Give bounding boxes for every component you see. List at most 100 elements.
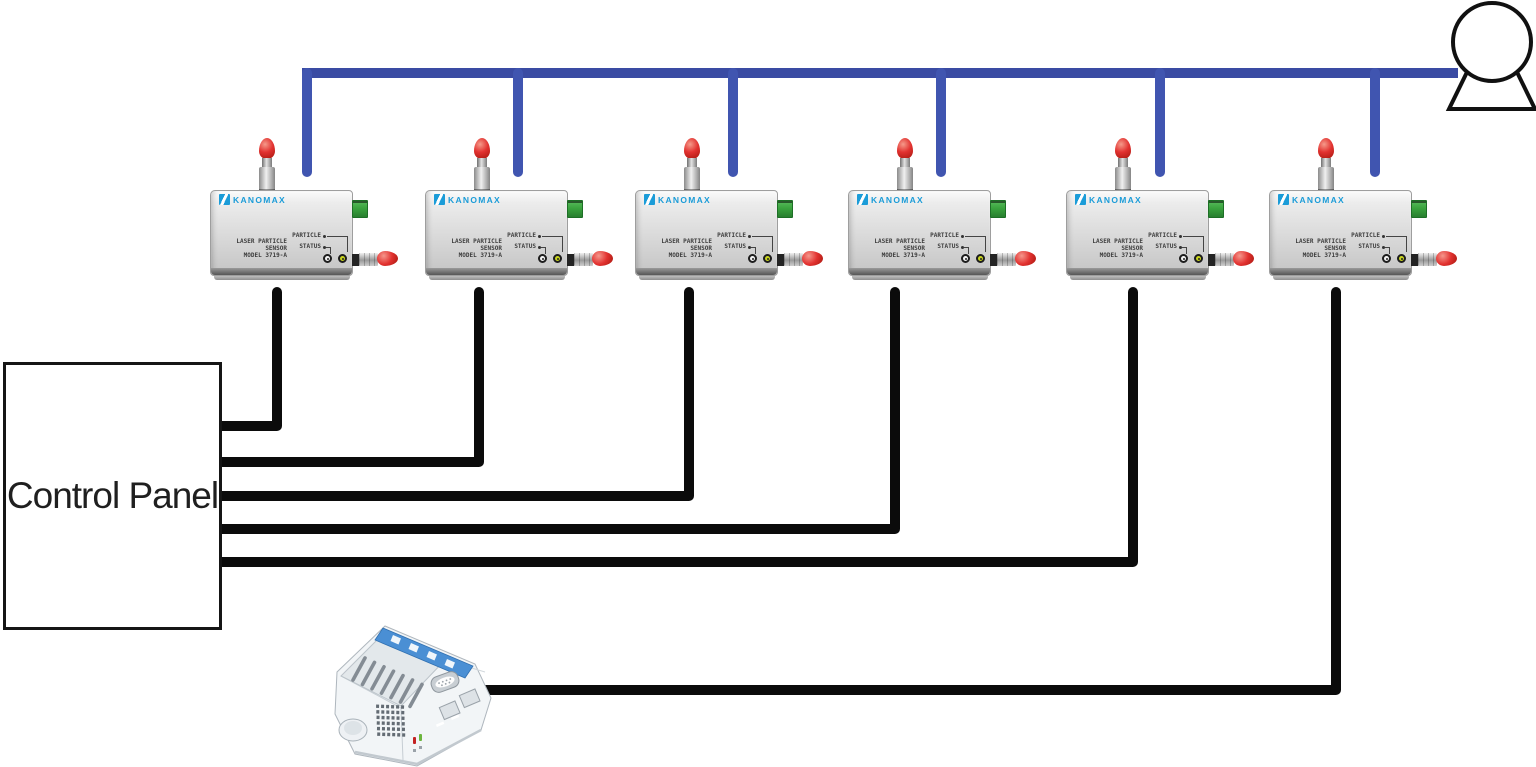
control-panel-label: Control Panel (6, 475, 219, 516)
status-label: STATUS (937, 243, 959, 250)
kanomax-logo-icon (644, 194, 655, 205)
green-terminal-icon (777, 200, 793, 218)
particle-pointer-line (327, 236, 348, 252)
inlet-nozzle-base-icon (474, 167, 490, 190)
particle-bullet (1179, 235, 1182, 238)
particle-label: PARTICLE (292, 232, 321, 239)
outlet-mount (990, 254, 997, 266)
status-pointer-line (1385, 247, 1390, 254)
status-led (961, 254, 970, 263)
status-label: STATUS (1358, 243, 1380, 250)
outlet-nozzle-cap-icon (1015, 251, 1036, 266)
model-label: LASER PARTICLE SENSOR MODEL 3719-A (1092, 238, 1143, 259)
green-terminal-icon (1411, 200, 1427, 218)
kanomax-brand: KANOMAX (857, 194, 924, 205)
particle-label: PARTICLE (507, 232, 536, 239)
brand-name: KANOMAX (1089, 194, 1143, 205)
model-label: LASER PARTICLE SENSOR MODEL 3719-A (451, 238, 502, 259)
model-label: LASER PARTICLE SENSOR MODEL 3719-A (1295, 238, 1346, 259)
inlet-nozzle-icon (1118, 158, 1128, 168)
inlet-nozzle-base-icon (1115, 167, 1131, 190)
kanomax-logo-icon (219, 194, 230, 205)
din-rail-module-icon (334, 625, 492, 767)
outlet-barrel-icon (1418, 253, 1437, 266)
inlet-nozzle-base-icon (259, 167, 275, 190)
status-pointer-line (1182, 247, 1187, 254)
inlet-nozzle-cap-icon (1318, 138, 1334, 159)
particle-pointer-line (752, 236, 773, 252)
particle-bullet (1382, 235, 1385, 238)
particle-led (553, 254, 562, 263)
particle-led (763, 254, 772, 263)
particle-sensor-6: KANOMAX LASER PARTICLE SENSOR MODEL 3719… (1269, 136, 1459, 288)
outlet-barrel-icon (1215, 253, 1234, 266)
kanomax-brand: KANOMAX (644, 194, 711, 205)
kanomax-logo-icon (857, 194, 868, 205)
inlet-nozzle-base-icon (684, 167, 700, 190)
brand-name: KANOMAX (658, 194, 712, 205)
outlet-nozzle-cap-icon (377, 251, 398, 266)
status-pointer-line (751, 247, 756, 254)
particle-pointer-line (965, 236, 986, 252)
sensor-base-strip (849, 268, 990, 275)
sensor-body: KANOMAX LASER PARTICLE SENSOR MODEL 3719… (848, 190, 991, 276)
outlet-nozzle-cap-icon (802, 251, 823, 266)
status-pointer-line (541, 247, 546, 254)
inlet-nozzle-icon (900, 158, 910, 168)
status-label: STATUS (514, 243, 536, 250)
particle-label: PARTICLE (930, 232, 959, 239)
inlet-nozzle-cap-icon (259, 138, 275, 159)
particle-led (1397, 254, 1406, 263)
particle-bullet (538, 235, 541, 238)
kanomax-logo-icon (1278, 194, 1289, 205)
sensor-shadow (214, 276, 350, 280)
particle-sensor-5: KANOMAX LASER PARTICLE SENSOR MODEL 3719… (1066, 136, 1256, 288)
sensor-body: KANOMAX LASER PARTICLE SENSOR MODEL 3719… (1269, 190, 1412, 276)
outlet-nozzle-cap-icon (1436, 251, 1457, 266)
outlet-mount (1411, 254, 1418, 266)
status-bullet (1382, 246, 1385, 249)
status-led (538, 254, 547, 263)
status-bullet (961, 246, 964, 249)
particle-sensor-3: KANOMAX LASER PARTICLE SENSOR MODEL 3719… (635, 136, 825, 288)
sensor-body: KANOMAX LASER PARTICLE SENSOR MODEL 3719… (210, 190, 353, 276)
control-panel-box: Control Panel (3, 362, 222, 630)
model-label: LASER PARTICLE SENSOR MODEL 3719-A (874, 238, 925, 259)
particle-sensor-4: KANOMAX LASER PARTICLE SENSOR MODEL 3719… (848, 136, 1038, 288)
green-terminal-icon (990, 200, 1006, 218)
brand-name: KANOMAX (871, 194, 925, 205)
inlet-nozzle-icon (1321, 158, 1331, 168)
particle-sensor-2: KANOMAX LASER PARTICLE SENSOR MODEL 3719… (425, 136, 615, 288)
sensor-base-strip (211, 268, 352, 275)
brand-name: KANOMAX (448, 194, 502, 205)
inlet-nozzle-cap-icon (474, 138, 490, 159)
sensor-base-strip (426, 268, 567, 275)
status-bullet (748, 246, 751, 249)
sensor-shadow (639, 276, 775, 280)
kanomax-logo-icon (1075, 194, 1086, 205)
pump-icon (1445, 1, 1536, 111)
particle-label: PARTICLE (717, 232, 746, 239)
signal-cable-lines (215, 287, 1341, 695)
green-terminal-icon (1208, 200, 1224, 218)
particle-led (976, 254, 985, 263)
green-terminal-icon (352, 200, 368, 218)
status-bullet (538, 246, 541, 249)
status-label: STATUS (1155, 243, 1177, 250)
sensor-shadow (429, 276, 565, 280)
status-label: STATUS (299, 243, 321, 250)
status-led (748, 254, 757, 263)
status-bullet (323, 246, 326, 249)
sensor-base-strip (636, 268, 777, 275)
outlet-mount (777, 254, 784, 266)
inlet-nozzle-cap-icon (1115, 138, 1131, 159)
inlet-nozzle-base-icon (1318, 167, 1334, 190)
kanomax-brand: KANOMAX (219, 194, 286, 205)
outlet-mount (352, 254, 359, 266)
outlet-barrel-icon (784, 253, 803, 266)
sensor-base-strip (1270, 268, 1411, 275)
kanomax-brand: KANOMAX (1075, 194, 1142, 205)
status-pointer-line (964, 247, 969, 254)
